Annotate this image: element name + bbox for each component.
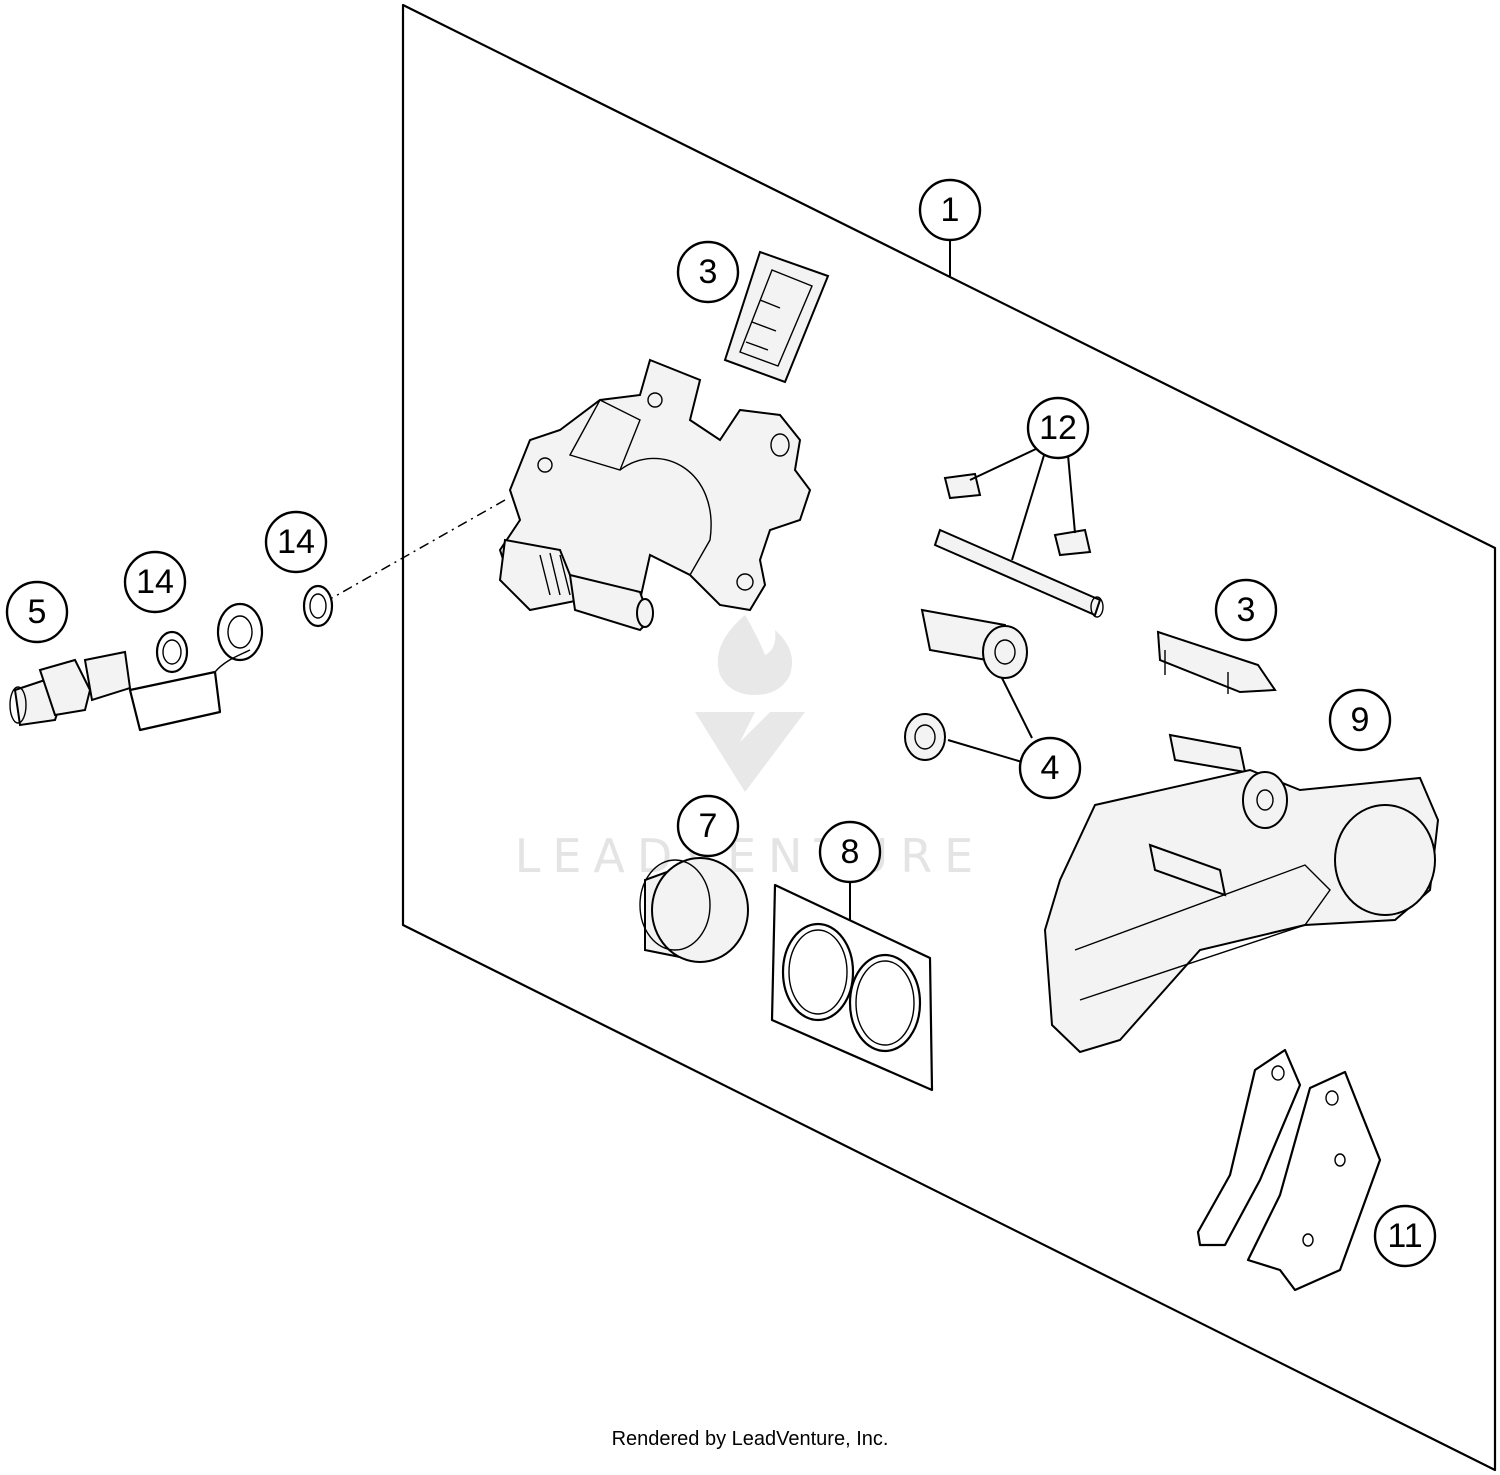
part-washer-right	[302, 584, 334, 628]
part-pin-and-clips	[933, 472, 1104, 618]
part-banjo-bolt	[9, 650, 132, 727]
callout-4: 4	[1018, 736, 1082, 800]
callout-label: 9	[1351, 701, 1370, 739]
part-seal-kit	[770, 883, 934, 1092]
callout-label: 3	[1237, 591, 1256, 629]
part-washer-left	[155, 630, 189, 674]
callout-label: 12	[1039, 409, 1077, 447]
callout-1: 1	[918, 178, 982, 242]
part-caliper-bracket	[1043, 733, 1440, 1054]
callout-11: 11	[1373, 1204, 1437, 1268]
callout-14-right: 14	[264, 510, 328, 574]
watermark-text: LEADVENTURE	[515, 829, 986, 883]
part-brake-pads	[1196, 1048, 1382, 1292]
callout-label: 4	[1041, 749, 1060, 787]
part-piston	[639, 857, 749, 963]
render-credit: Rendered by LeadVenture, Inc.	[611, 1428, 889, 1450]
callout-label: 1	[941, 191, 960, 229]
callout-label: 14	[277, 523, 315, 561]
callout-label: 8	[841, 833, 860, 871]
leader-lines	[849, 240, 1076, 920]
part-guide-bushes	[904, 608, 1028, 761]
callout-5: 5	[5, 580, 69, 644]
part-caliper-body	[498, 358, 812, 632]
callout-3-top: 3	[676, 240, 740, 304]
callout-3-right: 3	[1214, 578, 1278, 642]
callout-14-left: 14	[123, 550, 187, 614]
callout-label: 7	[699, 807, 718, 845]
callout-label: 3	[699, 253, 718, 291]
callout-label: 11	[1387, 1217, 1422, 1255]
part-pad-spring-right	[1156, 630, 1277, 694]
callout-label: 5	[28, 593, 47, 631]
watermark: LEADVENTURE	[515, 615, 986, 883]
callout-8: 8	[818, 820, 882, 884]
kit-outline	[401, 3, 1497, 1472]
callout-12: 12	[1026, 396, 1090, 460]
callout-label: 14	[136, 563, 174, 601]
callout-9: 9	[1328, 688, 1392, 752]
part-banjo-hose	[128, 602, 264, 732]
callout-7: 7	[676, 794, 740, 858]
assembly-line	[331, 499, 506, 599]
part-pad-spring-top	[723, 250, 830, 384]
